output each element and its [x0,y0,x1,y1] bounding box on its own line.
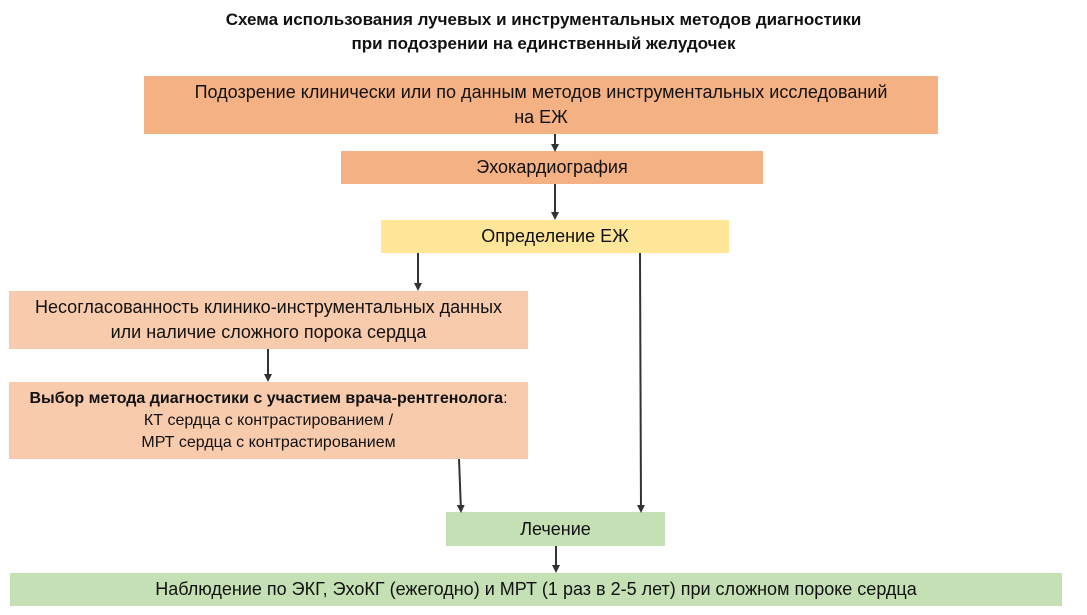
arrow-determination-to-treatment [636,252,645,513]
determination-label: Определение ЕЖ [481,226,629,246]
observation-label: Наблюдение по ЭКГ, ЭхоКГ (ежегодно) и МР… [155,579,917,599]
echocardiography-label: Эхокардиография [476,157,628,177]
suspicion-box: Подозрение клинически или по данным мето… [144,76,938,134]
method-choice-line-1: КТ сердца с контрастированием / [143,411,394,429]
arrow-method-choice-to-treatment [456,458,465,513]
treatment-label: Лечение [520,518,591,539]
observation-box: Наблюдение по ЭКГ, ЭхоКГ (ежегодно) и МР… [10,573,1062,606]
suspicion-line-1: Подозрение клинически или по данным мето… [194,82,888,102]
method-choice-colon: : [503,389,508,407]
method-choice-heading: Выбор метода диагностики с участием врач… [29,389,504,407]
mismatch-line-1: Несогласованность клинико-инструментальн… [34,297,503,317]
method-choice-heading-line: Выбор метода диагностики с участием врач… [29,388,507,410]
title-line-2: при подозрении на единственный желудочек [351,34,736,53]
treatment-box: Лечение [446,512,665,546]
mismatch-line-2: или наличие сложного порока сердца [110,322,427,342]
diagram-title: Схема использования лучевых и инструмент… [0,8,1087,56]
title-line-1: Схема использования лучевых и инструмент… [225,10,862,29]
method-choice-box: Выбор метода диагностики с участием врач… [9,382,528,459]
determination-box: Определение ЕЖ [381,220,729,253]
suspicion-line-2: на ЕЖ [514,107,568,127]
method-choice-line-2: МРТ сердца с контрастированием [141,433,396,451]
echocardiography-box: Эхокардиография [341,151,763,184]
mismatch-box: Несогласованность клинико-инструментальн… [9,291,528,349]
